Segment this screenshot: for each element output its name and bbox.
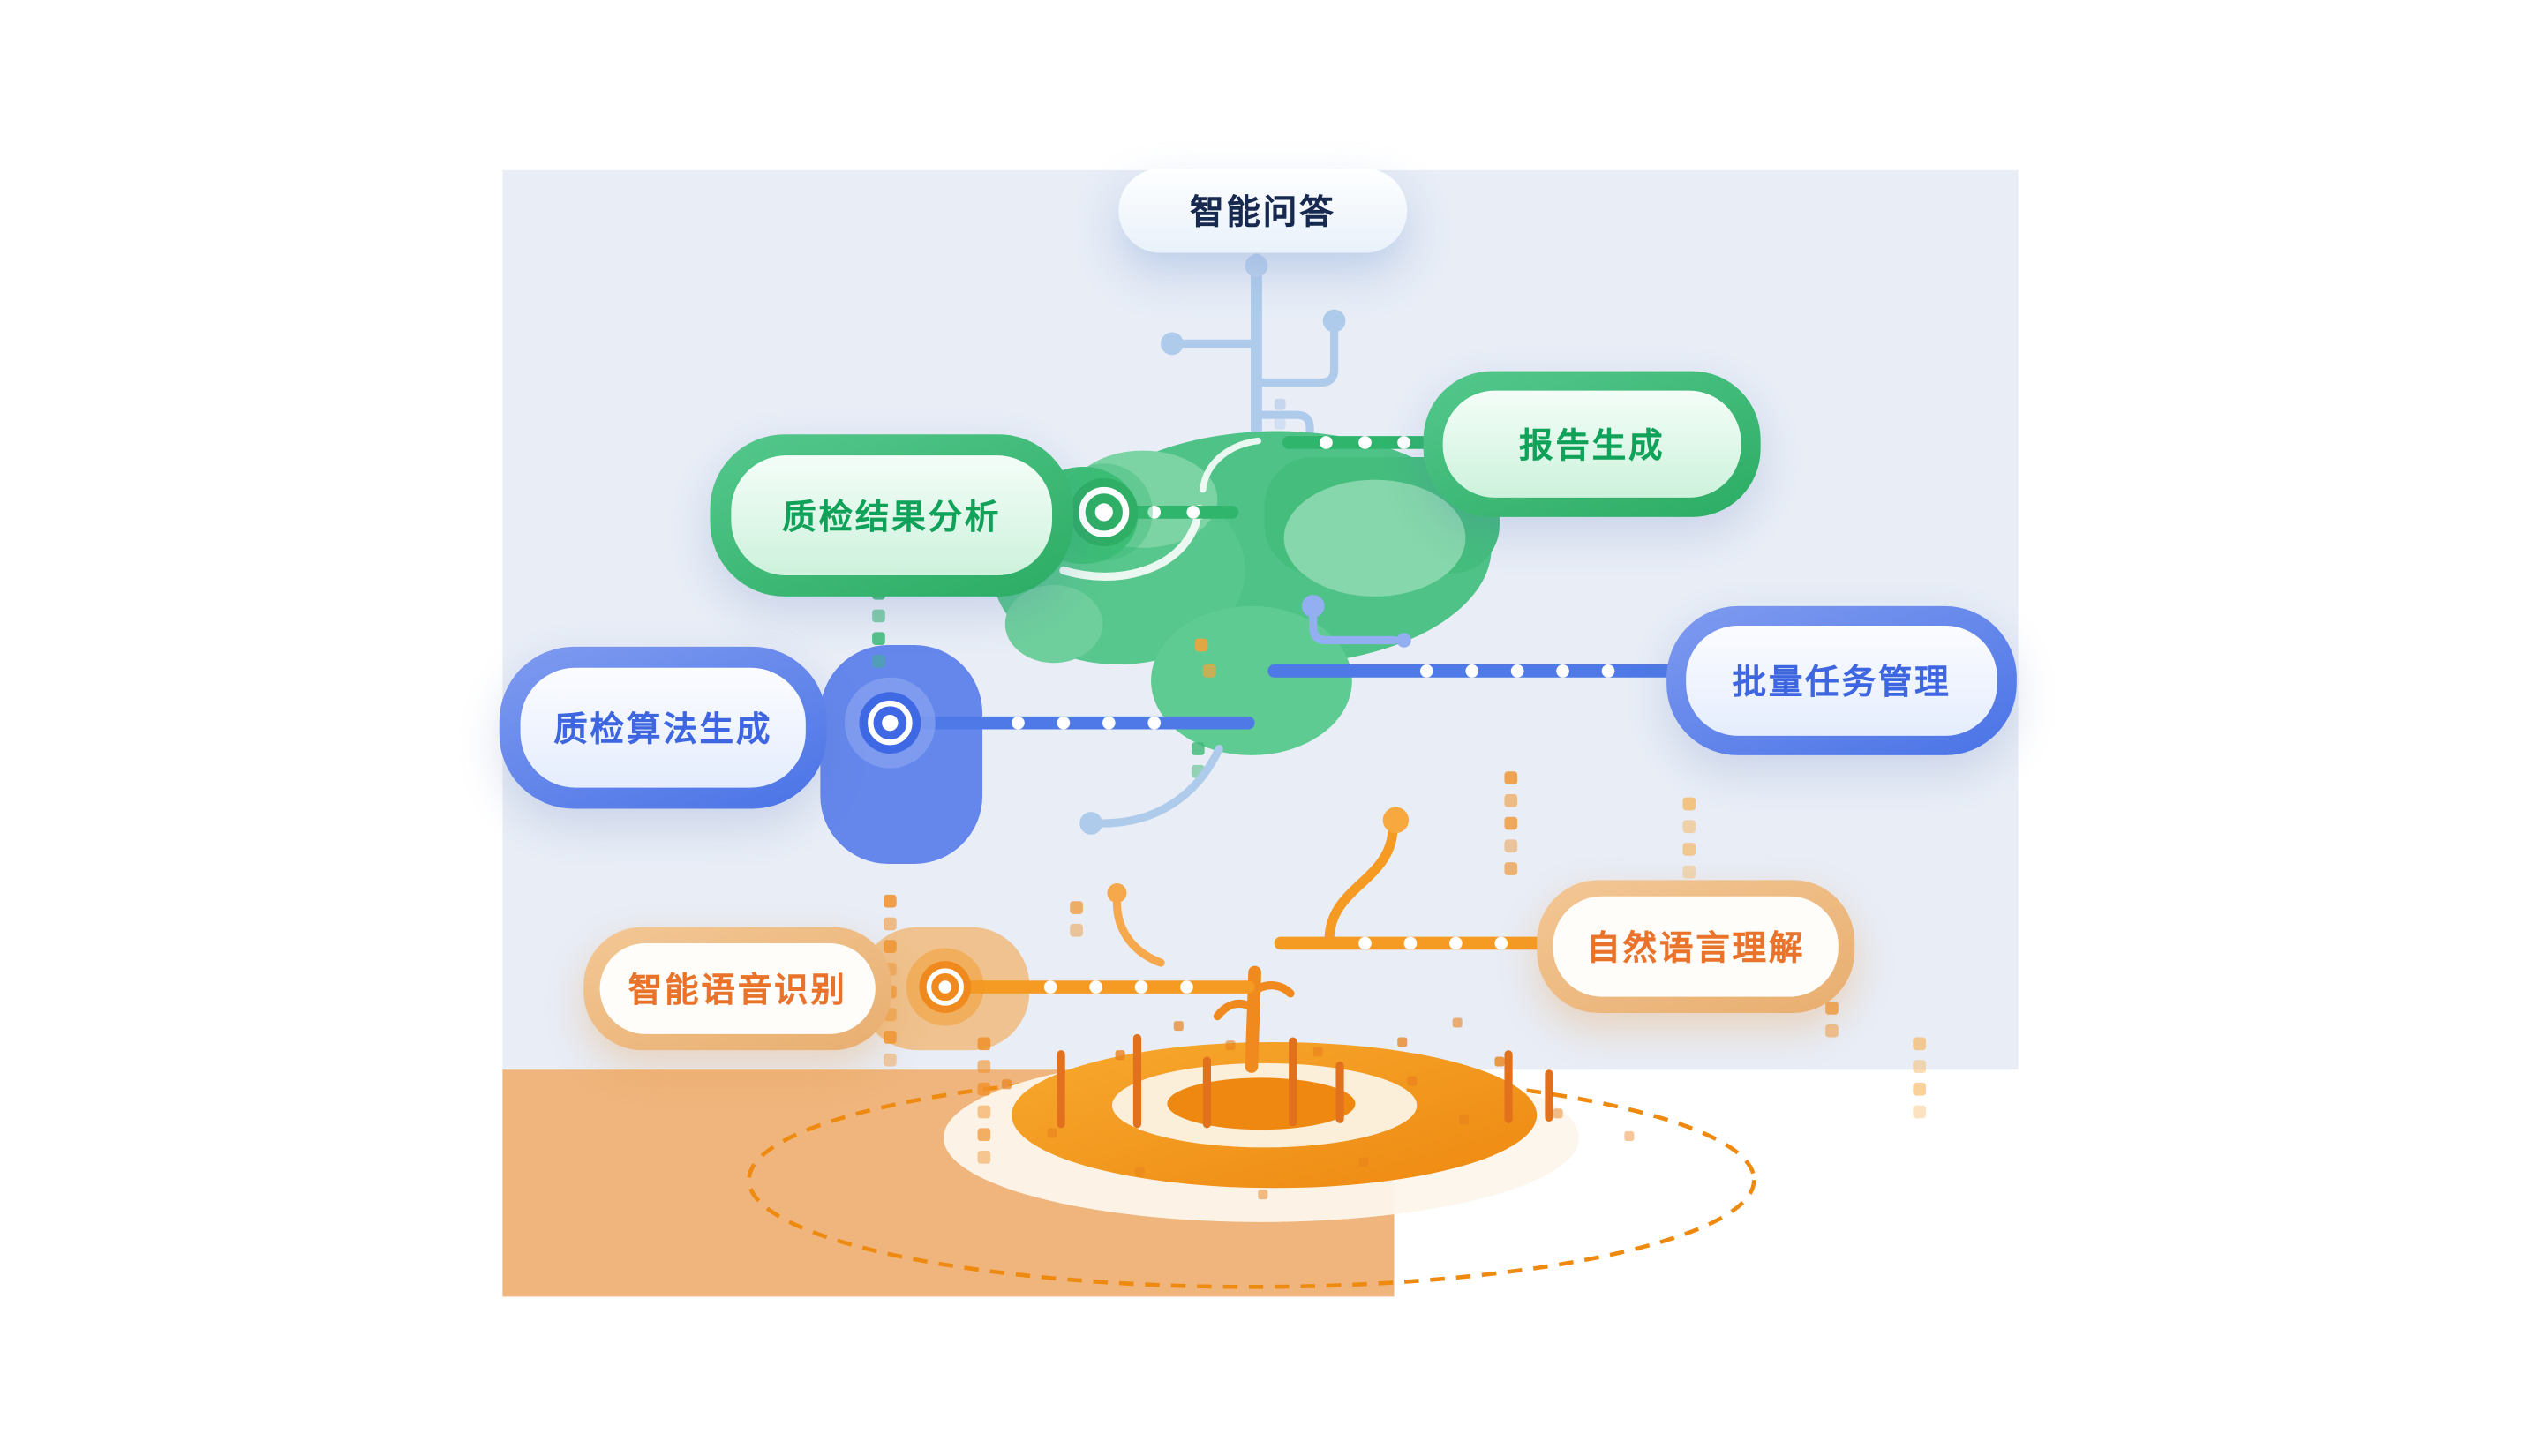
connector-asr <box>942 980 1255 994</box>
node-batch-task-management: 批量任务管理 <box>1666 605 2017 755</box>
mound-bars <box>1057 1033 1553 1129</box>
ring-node-orange-icon <box>906 948 984 1026</box>
connector-batch-task-management <box>1267 595 1680 678</box>
node-qc-result-analysis: 质检结果分析 <box>710 434 1073 597</box>
misc-branches <box>1079 744 1223 967</box>
node-nlu: 自然语言理解 <box>1537 880 1855 1013</box>
node-batch-task-management-label: 批量任务管理 <box>1732 664 1952 702</box>
node-asr-label: 智能语音识别 <box>628 972 847 1010</box>
node-qa: 智能问答 <box>1118 169 1408 253</box>
node-qc-algorithm-generation: 质检算法生成 <box>499 646 827 809</box>
deco-dots <box>872 398 1926 1200</box>
ring-node-green-icon <box>1055 463 1153 561</box>
node-qa-label: 智能问答 <box>1190 194 1336 232</box>
node-asr: 智能语音识别 <box>583 927 892 1051</box>
node-qc-algorithm-generation-label: 质检算法生成 <box>553 711 773 749</box>
connector-qc-algorithm-generation <box>888 716 1255 730</box>
connector-nlu <box>1274 807 1550 950</box>
ring-node-blue-icon <box>844 677 936 769</box>
node-report-generation-label: 报告生成 <box>1518 427 1666 466</box>
node-nlu-label: 自然语言理解 <box>1586 930 1806 968</box>
node-report-generation: 报告生成 <box>1423 371 1761 517</box>
node-qc-result-analysis-label: 质检结果分析 <box>782 499 1002 537</box>
connector-report-generation <box>1282 436 1437 449</box>
